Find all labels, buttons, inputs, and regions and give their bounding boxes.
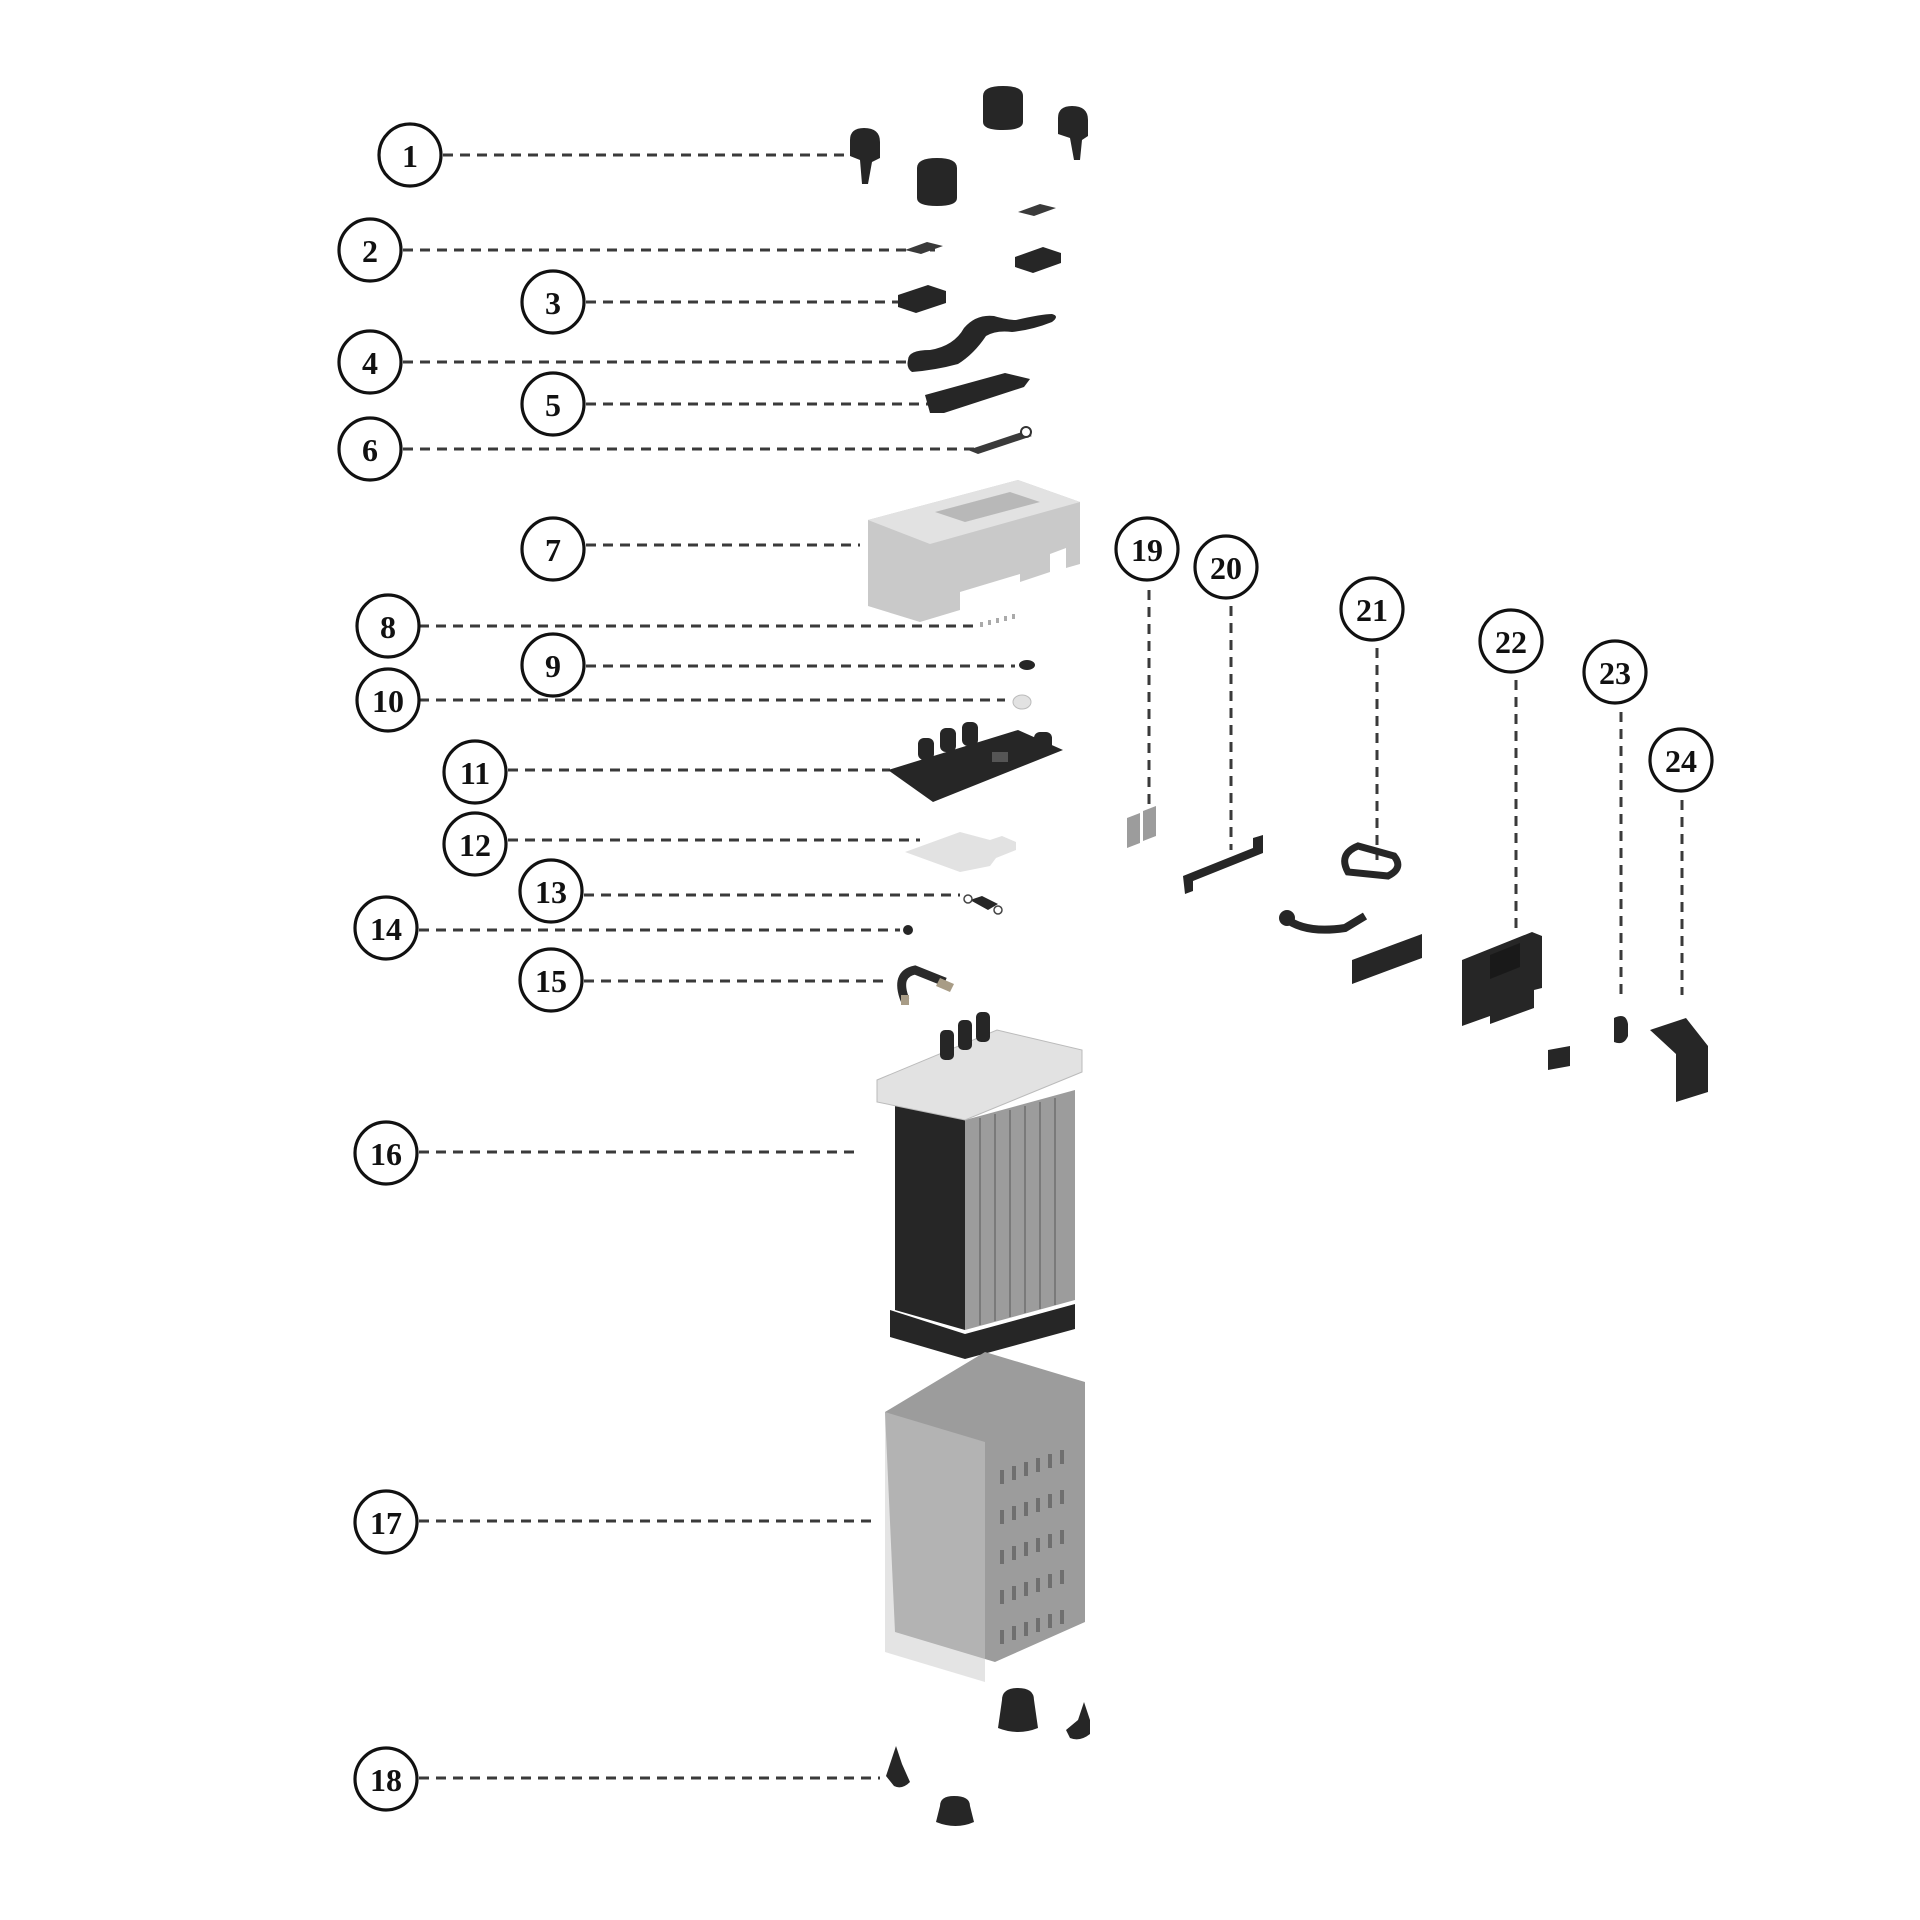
callout-13[interactable]: 13 [518,858,584,924]
callout-19[interactable]: 19 [1114,516,1180,582]
part-5-top-plate [925,373,1030,413]
callout-label: 22 [1495,624,1527,660]
part-14-screw [903,925,913,935]
callout-14[interactable]: 14 [353,895,419,961]
part-9-button [1019,660,1035,670]
callout-label: 10 [372,683,404,719]
callout-label: 17 [370,1505,402,1541]
callout-24[interactable]: 24 [1648,727,1714,793]
part-22-mount-block [1462,932,1570,1070]
callout-label: 21 [1356,592,1388,628]
part-13-fuse-link [963,894,1003,915]
callouts: 1 2 3 4 5 6 7 8 9 10 11 12 13 14 15 16 1… [337,122,1714,1812]
callout-label: 7 [545,532,561,568]
callout-label: 15 [535,963,567,999]
part-15-bent-busbar [897,965,954,1005]
callout-12[interactable]: 12 [442,811,508,877]
part-24-latch-cover [1650,1018,1708,1102]
callout-label: 3 [545,285,561,321]
leader-lines [403,153,1684,1780]
callout-10[interactable]: 10 [355,667,421,733]
parts [850,86,1708,1826]
callout-22[interactable]: 22 [1478,608,1544,674]
callout-15[interactable]: 15 [518,947,584,1013]
callout-label: 12 [459,827,491,863]
part-8-pins [980,614,1015,627]
callout-label: 19 [1131,532,1163,568]
callout-18[interactable]: 18 [353,1746,419,1812]
part-12-insulation-sheet [905,832,1016,872]
part-7-heatsink-cover [868,480,1080,622]
part-3-block [898,285,946,313]
callout-11[interactable]: 11 [442,739,508,805]
callout-6[interactable]: 6 [337,416,403,482]
part-16-cell-module [876,1012,1083,1359]
callout-23[interactable]: 23 [1582,639,1648,705]
part-19-thermal-pads [1127,806,1156,848]
callout-label: 6 [362,432,378,468]
callout-5[interactable]: 5 [520,371,586,437]
callout-7[interactable]: 7 [520,516,586,582]
part-6-busbar [968,426,1032,454]
part-18-feet [886,1688,1090,1826]
callout-8[interactable]: 8 [355,593,421,659]
callout-20[interactable]: 20 [1193,534,1259,600]
callout-label: 8 [380,609,396,645]
callout-3[interactable]: 3 [520,269,586,335]
callout-2[interactable]: 2 [337,217,403,283]
callout-17[interactable]: 17 [353,1489,419,1555]
part-20-bracket [1183,835,1263,894]
part-2-pads [905,204,1061,273]
callout-label: 16 [370,1136,402,1172]
callout-4[interactable]: 4 [337,329,403,395]
callout-label: 5 [545,387,561,423]
part-11-circuit-board [888,722,1063,802]
part-10-light-pipe [1012,694,1032,710]
part-21-handle-harness [1279,842,1422,984]
callout-1[interactable]: 1 [377,122,443,188]
callout-label: 11 [460,755,490,791]
callout-16[interactable]: 16 [353,1120,419,1186]
callout-label: 14 [370,911,402,947]
callout-label: 13 [535,874,567,910]
part-1-terminal-caps [850,86,1088,206]
callout-label: 23 [1599,655,1631,691]
part-17-vented-housing [885,1352,1085,1682]
callout-9[interactable]: 9 [520,632,586,698]
callout-label: 24 [1665,743,1697,779]
callout-label: 20 [1210,550,1242,586]
callout-21[interactable]: 21 [1339,576,1405,642]
callout-label: 4 [362,345,378,381]
part-4-strap [907,314,1056,372]
callout-label: 18 [370,1762,402,1798]
callout-label: 2 [362,233,378,269]
part-23-clip [1614,1016,1628,1044]
callout-label: 1 [402,138,418,174]
callout-label: 9 [545,648,561,684]
